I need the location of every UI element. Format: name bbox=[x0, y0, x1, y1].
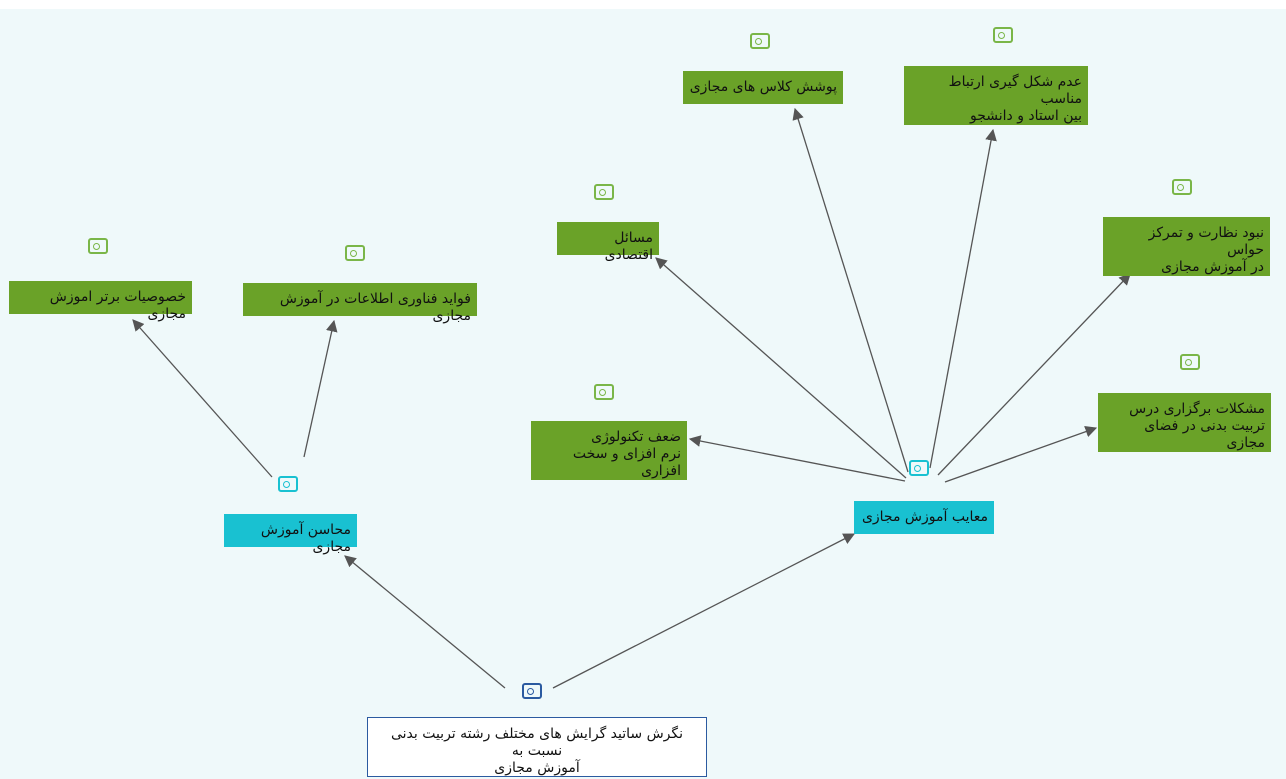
topic-class-coverage[interactable]: پوشش کلاس های مجازی bbox=[683, 71, 843, 104]
edge-root-to-pros bbox=[344, 555, 506, 689]
class-coverage-count-icon[interactable] bbox=[750, 33, 770, 49]
diagram-canvas bbox=[0, 9, 1286, 779]
edge-pros-to-ict bbox=[303, 319, 338, 458]
edge-cons-to-supervision bbox=[937, 273, 1131, 476]
branch-cons-count-icon[interactable] bbox=[909, 460, 929, 476]
technology-count-icon[interactable] bbox=[594, 384, 614, 400]
topic-relationship[interactable]: عدم شکل گیری ارتباط مناسب بین استاد و دا… bbox=[904, 66, 1088, 125]
supervision-count-icon[interactable] bbox=[1172, 179, 1192, 195]
edge-cons-to-classes bbox=[944, 426, 1098, 483]
edge-cons-to-relationship bbox=[929, 128, 997, 469]
branch-pros-count-icon[interactable] bbox=[278, 476, 298, 492]
root-count-icon[interactable] bbox=[522, 683, 542, 699]
topic-features[interactable]: خصوصیات برتر اموزش مجازی bbox=[9, 281, 192, 322]
economic-count-icon[interactable] bbox=[594, 184, 614, 200]
root-topic[interactable]: نگرش ساتید گرایش های مختلف رشته تربیت بد… bbox=[367, 717, 707, 777]
topic-ict-benefits[interactable]: فواید فناوری اطلاعات در آموزش مجازی bbox=[243, 283, 477, 324]
relationship-count-icon[interactable] bbox=[993, 27, 1013, 43]
features-count-icon[interactable] bbox=[88, 238, 108, 254]
edge-pros-to-features bbox=[132, 319, 273, 478]
topic-economic[interactable]: مسائل اقتصادی bbox=[557, 222, 659, 263]
ict-benefits-count-icon[interactable] bbox=[345, 245, 365, 261]
pe-classes-count-icon[interactable] bbox=[1180, 354, 1200, 370]
topic-technology[interactable]: ضعف تکنولوژی نرم افزای و سخت افزاری bbox=[531, 421, 687, 480]
edge-cons-to-coverage bbox=[792, 107, 909, 473]
edge-cons-to-economic bbox=[655, 257, 907, 479]
branch-pros[interactable]: محاسن آموزش مجازی bbox=[224, 514, 357, 555]
edge-cons-to-technology bbox=[688, 435, 906, 482]
edge-root-to-cons bbox=[552, 533, 856, 689]
topic-pe-classes[interactable]: مشکلات برگزاری درس تربیت بدنی در فضای مج… bbox=[1098, 393, 1271, 452]
topic-supervision[interactable]: نبود نظارت و تمرکز حواس در آموزش مجازی bbox=[1103, 217, 1270, 276]
branch-cons[interactable]: معایب آموزش مجازی bbox=[854, 501, 994, 534]
